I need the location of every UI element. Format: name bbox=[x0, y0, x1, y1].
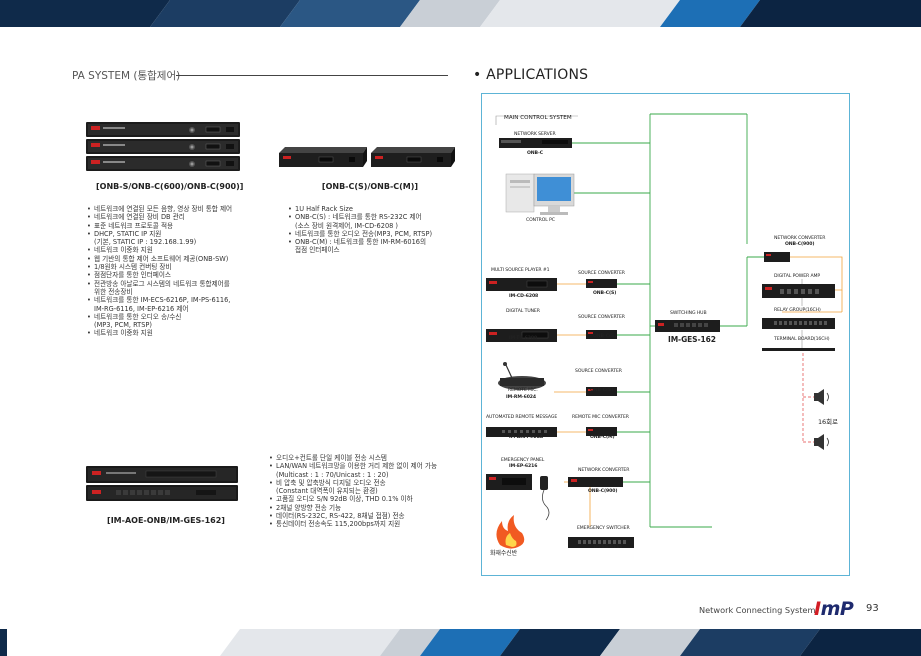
circuit-count-label: 16회로 bbox=[818, 418, 838, 426]
footer-text: Network Connecting System bbox=[699, 605, 816, 615]
feature-item: 네트워크에 연결된 장비 DB 관리 bbox=[87, 213, 232, 222]
feature-item: 표준 네트워크 프로토콜 적용 bbox=[87, 222, 232, 231]
rm6024-label: IM-RM-6024 bbox=[506, 395, 536, 400]
feature-item: 네트워크를 통한 오디오 송/수신 bbox=[87, 313, 232, 322]
feature-continuation: 위한 전송장비 bbox=[94, 287, 133, 296]
source-converter-1-label: SOURCE CONVERTER bbox=[578, 271, 625, 276]
feature-continuation: (Constant 대역폭이 유지되는 환경) bbox=[276, 487, 378, 496]
feature-item: 2채널 양방향 전송 기능 bbox=[269, 504, 437, 513]
main-control-label: MAIN CONTROL SYSTEM bbox=[504, 115, 572, 121]
product-caption-onb-c: [ONB-C(S)/ONB-C(M)] bbox=[321, 182, 419, 191]
ges162-label: IM-GES-162 bbox=[668, 335, 716, 344]
pa-title-rule bbox=[176, 75, 448, 76]
onbcm-label: ONB-C(M) bbox=[590, 435, 615, 440]
product-features-onb-c: 1U Half Rack Size ONB-C(S) : 네트워크를 통한 RS… bbox=[288, 205, 432, 255]
feature-item: 비 압축 및 압축방식 디지털 오디오 전송 bbox=[269, 479, 437, 488]
relay-group-label: RELAY GROUP(16CH) bbox=[774, 308, 821, 313]
product-features-onb: 네트워크에 연결된 모든 음향, 영상 장비 통합 제어 네트워크에 연결된 장… bbox=[87, 205, 232, 338]
onbcs-3-label: ONB-C(S) bbox=[590, 388, 614, 393]
remote-mic-label: REMOTE MIC. bbox=[508, 388, 538, 393]
network-server-label: NETWORK SERVER bbox=[514, 132, 556, 137]
pa-system-title: PA SYSTEM (통합제어) bbox=[72, 70, 181, 82]
onbc900-mid-label: ONB-C(900) bbox=[588, 489, 618, 494]
feature-item: 웹 기반의 통합 제어 소프트웨어 제공(ONB-SW) bbox=[87, 255, 232, 264]
bottom-decorative-band bbox=[0, 629, 921, 656]
feature-item: DHCP, STATIC IP 지원 bbox=[87, 230, 232, 239]
onb-c-half-rack-image bbox=[279, 143, 457, 169]
applications-diagram: MAIN CONTROL SYSTEM NETWORK SERVER ONB-C… bbox=[481, 93, 850, 576]
feature-item: 오디오+컨트롤 단일 케이블 전송 시스템 bbox=[269, 454, 437, 463]
feature-item: 점점단자를 통한 인터페이스 bbox=[87, 271, 232, 280]
digital-tuner-label: DIGITAL TUNER bbox=[506, 309, 540, 314]
feature-item: 네트워크 이중화 지원 bbox=[87, 246, 232, 255]
onbcs-1-label: ONB-C(S) bbox=[593, 291, 617, 296]
feature-item: 통신데이터 전송속도 115,200bps까지 지원 bbox=[269, 520, 437, 529]
feature-item: ONB-C(S) : 네트워크를 통한 RS-232C 제어 bbox=[288, 213, 432, 222]
terminal-board-label: TERMINAL BOARD(16CH) bbox=[774, 337, 830, 342]
feature-item: LAN/WAN 네트워크망을 이용한 거리 제한 없이 제어 가능 bbox=[269, 462, 437, 471]
control-pc-label: CONTROL PC bbox=[526, 218, 555, 223]
feature-continuation: (기본, STATIC IP : 192.168.1.99) bbox=[94, 238, 197, 247]
ep6216-label: IM-EP-6216 bbox=[509, 464, 538, 469]
feature-continuation: 접점 인터페이스 bbox=[295, 246, 340, 255]
feature-item: 고품질 오디오 S/N 92dB 이상, THD 0.1% 이하 bbox=[269, 495, 437, 504]
emergency-switcher-label: EMERGENCY SWITCHER bbox=[577, 526, 630, 531]
digital-power-amp-label: DIGITAL POWER AMP bbox=[774, 274, 821, 279]
feature-continuation: IM-RG-6116, IM-EP-6216 제어 bbox=[94, 304, 189, 313]
emergency-panel-label: EMERGENCY PANEL bbox=[501, 458, 545, 463]
imp-logo: ImP bbox=[814, 598, 854, 620]
feature-item: 네트워크 이중화 지원 bbox=[87, 329, 232, 338]
feature-continuation: (Multicast : 1 : 70/Unicast : 1 : 20) bbox=[276, 470, 389, 479]
feature-item: 1U Half Rack Size bbox=[288, 205, 432, 214]
switching-hub-label: SWITCHING HUB bbox=[670, 311, 707, 316]
onbc900-right-label: ONB-C(900) bbox=[785, 242, 815, 247]
automated-message-label: AUTOMATED REMOTE MESSAGE bbox=[486, 415, 558, 420]
fire-receiver-label: 화재수신반 bbox=[490, 550, 518, 557]
multi-source-label: MULTI SOURCE PLAYER #1 bbox=[491, 268, 550, 273]
applications-title: • APPLICATIONS bbox=[473, 67, 589, 83]
arm911a-label: IM-ARM-911A bbox=[509, 435, 543, 440]
remote-mic-converter-label: REMOTE MIC CONVERTER bbox=[572, 415, 629, 420]
product-caption-aoe-ges: [IM-AOE-ONB/IM-GES-162] bbox=[107, 516, 225, 525]
page-number: 93 bbox=[866, 603, 879, 614]
source-converter-2-label: SOURCE CONVERTER bbox=[578, 315, 625, 320]
top-decorative-band bbox=[0, 0, 921, 27]
feature-item: 1/8원화 시스템 컨버팅 장비 bbox=[87, 263, 232, 272]
onb-rack-stack-image bbox=[86, 122, 240, 172]
feature-item: 네트워크에 연결된 모든 음향, 영상 장비 통합 제어 bbox=[87, 205, 232, 214]
feature-item: 네트워크를 통한 IM-ECS-6216P, IM-PS-6116, bbox=[87, 296, 232, 305]
product-features-aoe-ges: 오디오+컨트롤 단일 케이블 전송 시스템 LAN/WAN 네트워크망을 이용한… bbox=[269, 454, 437, 529]
feature-continuation: (소스 장비 원격제어, IM-CD-6208 ) bbox=[295, 221, 399, 230]
product-caption-onb: [ONB-S/ONB-C(600)/ONB-C(900)] bbox=[96, 182, 244, 191]
es6116-label: IM-ES-6116 bbox=[594, 545, 623, 550]
cd6208-label: IM-CD-6208 bbox=[509, 294, 539, 299]
network-converter-right-label: NETWORK CONVERTER bbox=[774, 236, 826, 241]
feature-item: 데이터(RS-232C, RS-422, 8채널 접점) 전송 bbox=[269, 512, 437, 521]
network-converter-mid-label: NETWORK CONVERTER bbox=[578, 468, 630, 473]
onbcs-2-label: ONB-C(S) bbox=[593, 334, 617, 339]
source-converter-3-label: SOURCE CONVERTER bbox=[575, 369, 622, 374]
feature-item: ONB-C(M) : 네트워크를 통한 IM-RM-6016의 bbox=[288, 238, 432, 247]
tu6200-label: IM-TU-6200 bbox=[509, 336, 538, 341]
onb-c-label: ONB-C bbox=[527, 151, 544, 156]
feature-item: 전관방송 아날로그 시스템의 네트워크 통합제어를 bbox=[87, 280, 232, 289]
feature-item: 네트워크를 통한 오디오 전송(MP3, PCM, RTSP) bbox=[288, 230, 432, 239]
feature-continuation: (MP3, PCM, RTSP) bbox=[94, 321, 152, 330]
aoe-ges-rack-image bbox=[86, 466, 238, 502]
